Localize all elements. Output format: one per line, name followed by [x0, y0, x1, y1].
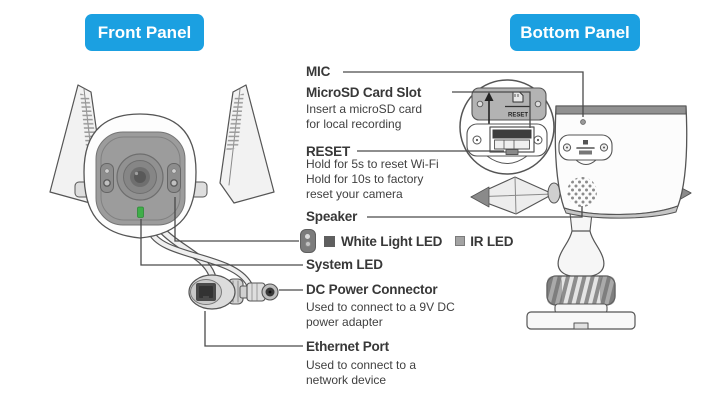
front-cables	[146, 224, 253, 288]
white-led-callout-line	[174, 197, 299, 242]
dc-power-desc: Used to connect to a 9V DC power adapter	[306, 300, 455, 329]
rear-left-antenna-icon	[470, 176, 554, 215]
bottom-panel-inset: RESET	[459, 79, 555, 175]
system-led-icon	[137, 206, 144, 218]
ethernet-callout-line	[204, 311, 303, 347]
bottom-panel-badge: Bottom Panel	[510, 14, 640, 51]
led-legend: White Light LED IR LED	[300, 229, 513, 253]
mic-hole-icon	[580, 119, 586, 125]
inset-eject-tab	[505, 149, 519, 155]
white-light-led-module-left	[100, 163, 114, 193]
white-light-led-module-right	[167, 163, 181, 193]
reset-desc: Hold for 5s to reset Wi-Fi Hold for 10s …	[306, 157, 439, 201]
microsd-desc: Insert a microSD card for local recordin…	[306, 102, 423, 131]
speaker-grille-icon	[567, 177, 597, 207]
inset-reset-label: RESET	[508, 113, 528, 119]
ethernet-desc: Used to connect to a network device	[306, 358, 417, 387]
speaker-callout-line	[367, 206, 583, 218]
dc-power-label: DC Power Connector	[306, 282, 438, 297]
ir-led-label: IR LED	[470, 233, 514, 249]
ir-led-swatch	[455, 236, 466, 246]
rear-top-band	[555, 105, 687, 115]
mount-stand	[526, 212, 636, 330]
bottom-camera-illustration	[470, 105, 692, 330]
microsd-label: MicroSD Card Slot	[306, 85, 422, 100]
white-light-led-swatch	[324, 235, 335, 247]
front-panel-badge: Front Panel	[85, 14, 204, 51]
system-led-callout-line	[140, 219, 303, 266]
callout-lines	[140, 71, 584, 347]
white-light-led-label: White Light LED	[341, 233, 443, 249]
system-led-label: System LED	[306, 257, 383, 272]
inset-slot-panel	[466, 123, 548, 164]
microsd-callout-line	[452, 91, 531, 128]
ethernet-connector-icon	[188, 274, 244, 310]
led-module-icon	[300, 229, 316, 253]
front-right-antenna-icon	[219, 84, 275, 204]
camera-lens-icon	[116, 153, 164, 201]
mic-callout-line	[343, 71, 584, 117]
reset-label: RESET	[306, 144, 351, 159]
ethernet-label: Ethernet Port	[306, 339, 389, 354]
rear-bottom-band	[563, 205, 679, 219]
mic-label: MIC	[306, 64, 331, 79]
dc-power-connector-icon	[239, 282, 279, 302]
inset-microsd-icon	[512, 91, 524, 103]
microsd-cover	[558, 134, 613, 165]
front-camera-illustration	[49, 84, 279, 310]
speaker-label: Speaker	[306, 209, 358, 224]
